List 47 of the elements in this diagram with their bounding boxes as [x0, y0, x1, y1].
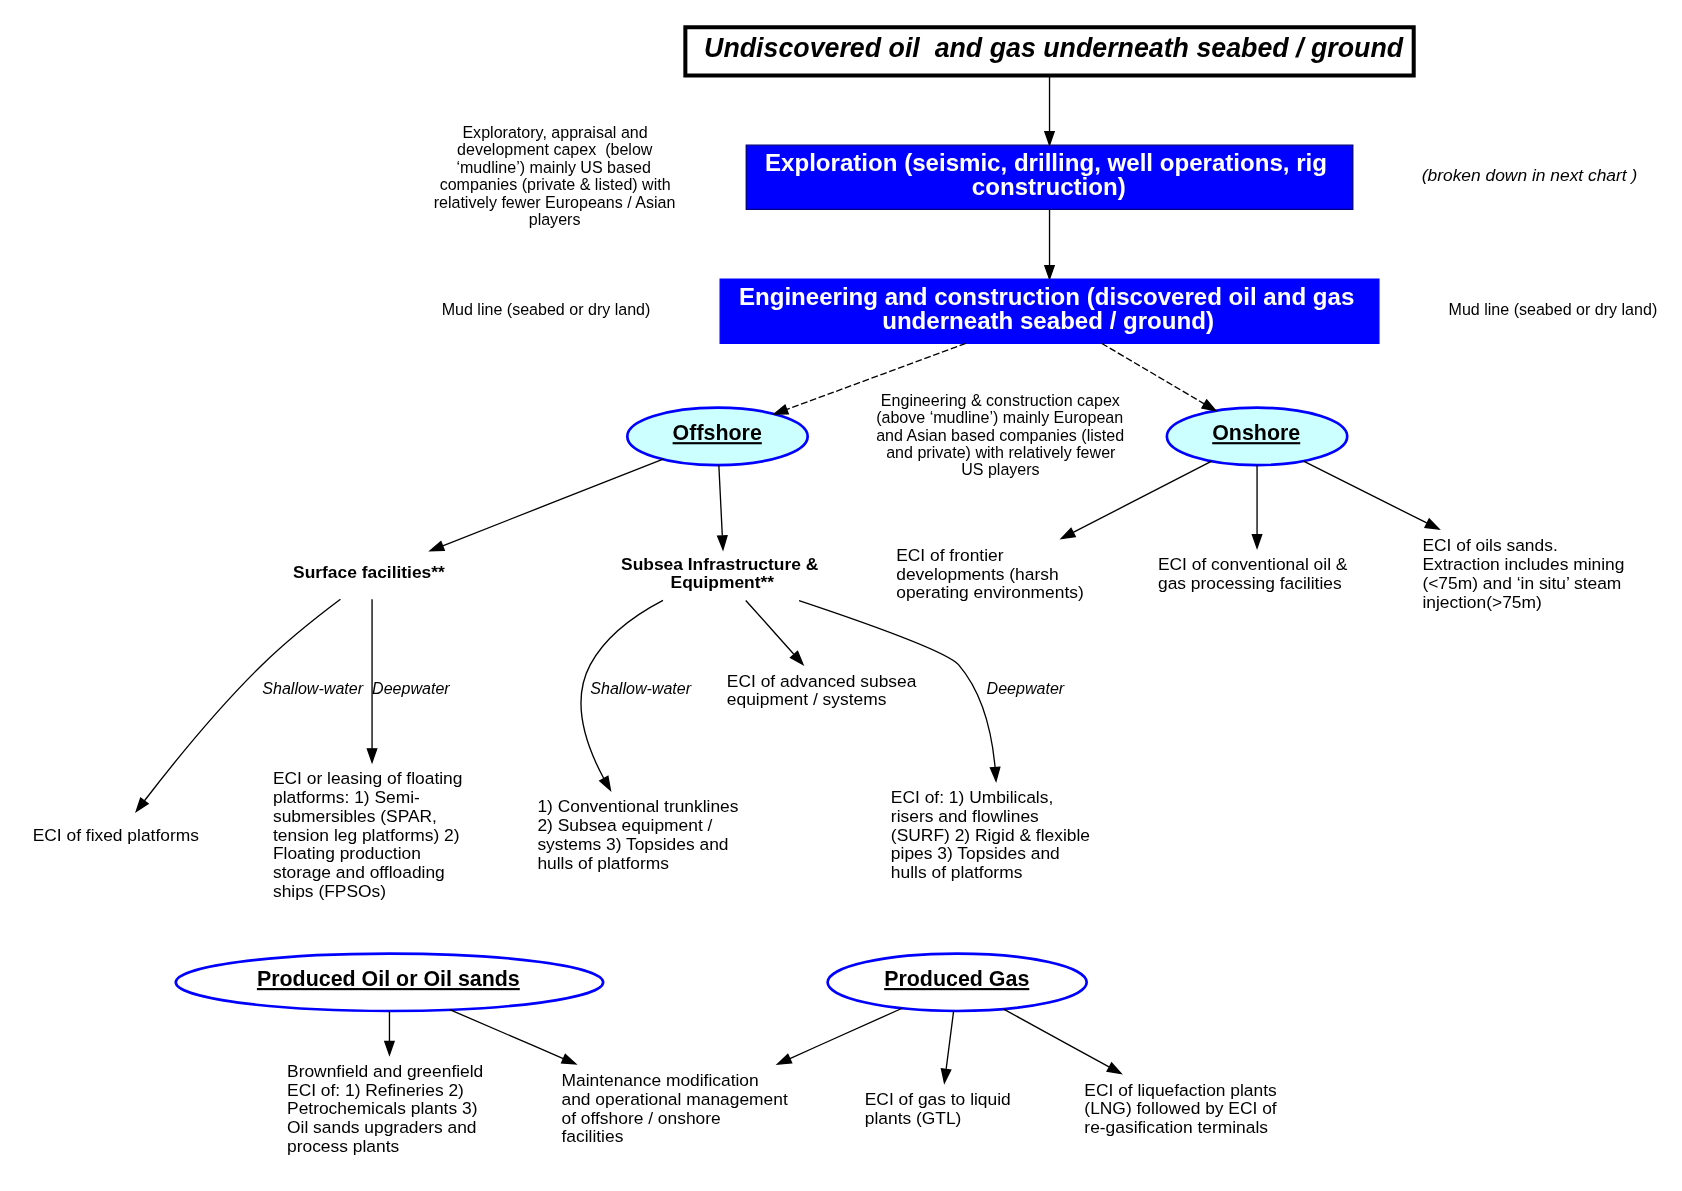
node-text: ECI of gas to liquid plants (GTL) — [864, 1088, 1011, 1128]
node-text: Surface facilities** — [293, 561, 445, 582]
arrow — [1302, 459, 1441, 530]
arrow — [1251, 464, 1263, 550]
node-box: Exploration (seismic, drilling, well operations, rig construction) — [745, 144, 1354, 210]
node-text: ECI of fixed platforms — [32, 824, 199, 845]
node-ellipse: Onshore — [1165, 405, 1349, 466]
node-text: 1) Conventional trunklines 2) Subsea equipment / systems 3) Topsides and hulls of platforms — [537, 795, 739, 873]
node-text: ECI or leasing of floating platforms: 1) Semi-submersibles (SPAR, tension leg platforms) 2) Floating production storage and offloading ships (FPSOs) — [272, 767, 463, 901]
node-text: ECI of liquefaction plants (LNG) followed by ECI of re-gasification terminals — [1084, 1079, 1277, 1137]
arrow — [798, 599, 1001, 783]
arrow — [1043, 74, 1056, 147]
node-box: Undiscovered oil and gas underneath seabed / ground — [683, 24, 1416, 78]
arrow — [1101, 342, 1218, 412]
label: Mud line (seabed or dry land) — [441, 299, 651, 318]
node-text: ECI of frontier developments (harsh operating environments) — [896, 544, 1084, 602]
label: Engineering & construction capex (above ‘mudline’) mainly European and Asian based companies (listed and private) with relatively fewer US players — [876, 390, 1125, 478]
node-text: ECI of oils sands. Extraction includes mining (<75m) and ‘in situ’ steam injection(>75m) — [1422, 534, 1625, 612]
arrow — [383, 1009, 396, 1057]
arrow — [428, 457, 664, 552]
node-text: Subsea Infrastructure & Equipment** — [621, 553, 819, 592]
edge-label: Shallow-water — [590, 678, 692, 697]
arrow — [135, 598, 342, 813]
node-label: (broken down in next chart ) — [1421, 164, 1638, 185]
node-text: ECI of conventional oil & gas processing facilities — [1157, 553, 1348, 593]
node-box: Engineering and construction (discovered oil and gas underneath seabed / ground) — [719, 277, 1380, 344]
node-ellipse: Produced Oil or Oil sands — [174, 951, 605, 1012]
arrow — [716, 464, 728, 551]
node-text: ECI of: 1) Umbilicals, risers and flowlines (SURF) 2) Rigid & flexible pipes 3) Topsides and hulls of platforms — [890, 786, 1090, 882]
node-text: Maintenance modification and operational management of offshore / onshore facilities — [561, 1069, 788, 1146]
arrow — [772, 342, 967, 415]
node-text: Brownfield and greenfield ECI of: 1) Refineries 2) Petrochemicals plants 3) Oil sands upgraders and process plants — [287, 1060, 484, 1156]
arrow — [940, 1009, 955, 1085]
arrow — [449, 1008, 578, 1065]
node-ellipse: Produced Gas — [826, 951, 1089, 1012]
label: Exploratory, appraisal and development capex (below ‘mudline’) mainly US based companies (private & listed) with relatively fewer Europeans / Asian players — [433, 122, 676, 228]
node-text: ECI of advanced subsea equipment / systems — [726, 670, 917, 709]
edge-label: Shallow-water — [262, 678, 364, 697]
arrow — [580, 599, 664, 792]
arrow — [366, 598, 378, 764]
edge-label: Deepwater — [986, 678, 1065, 697]
arrow — [1002, 1007, 1123, 1074]
arrow — [1059, 459, 1213, 540]
arrow — [745, 599, 805, 666]
arrow — [775, 1007, 903, 1065]
arrow — [1043, 208, 1056, 281]
label: Mud line (seabed or dry land) — [1448, 299, 1658, 318]
